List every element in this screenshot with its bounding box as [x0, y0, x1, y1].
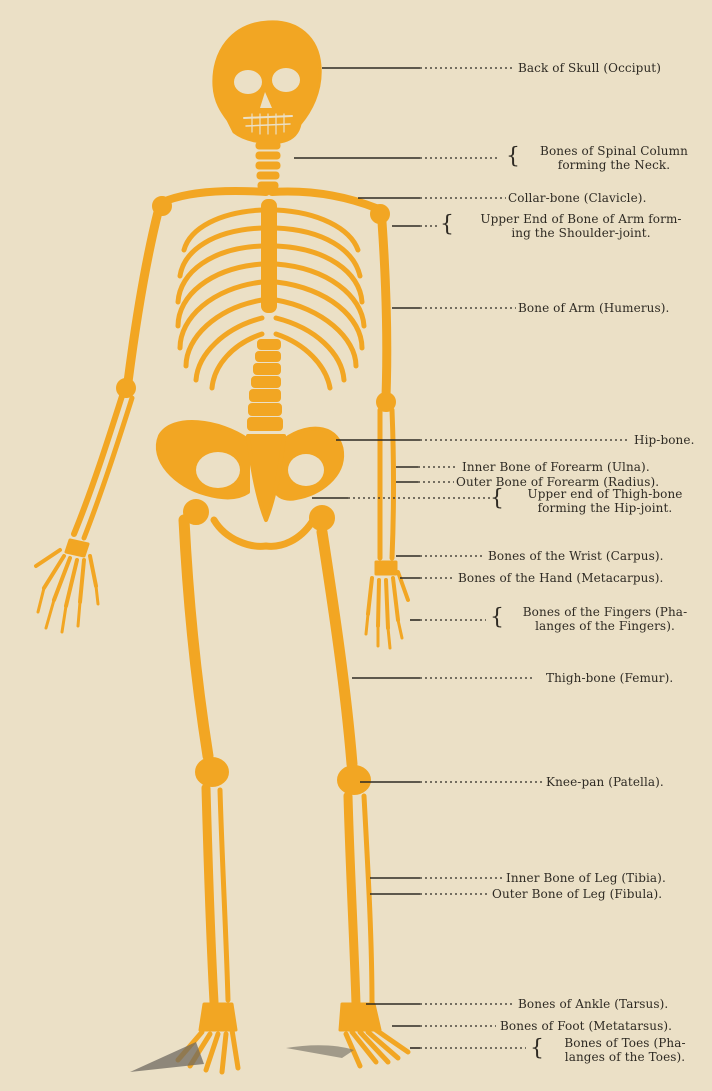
ground-shadows — [130, 1042, 354, 1072]
label-patella: Knee-pan (Patella). — [546, 775, 664, 789]
label-fingers-line1: Bones of the Fingers (Pha- — [502, 605, 708, 619]
label-toes: Bones of Toes (Pha- langes of the Toes). — [542, 1036, 708, 1064]
label-shoulder-line2: ing the Shoulder-joint. — [452, 226, 710, 240]
left-leg — [178, 520, 238, 1072]
label-fingers: Bones of the Fingers (Pha- langes of the… — [502, 605, 708, 633]
spine — [248, 340, 282, 430]
skull — [214, 22, 320, 143]
neck-vertebrae — [256, 142, 280, 189]
label-neck: Bones of Spinal Column forming the Neck. — [520, 144, 708, 172]
skeleton-figure — [36, 22, 408, 1072]
label-thigh-upper-line2: forming the Hip-joint. — [502, 501, 708, 515]
label-occiput: Back of Skull (Occiput) — [518, 61, 661, 75]
brace-neck: { — [506, 144, 520, 170]
label-femur: Thigh-bone (Femur). — [546, 671, 673, 685]
label-shoulder: Upper End of Bone of Arm form- ing the S… — [452, 212, 710, 240]
label-metatarsus: Bones of Foot (Metatarsus). — [500, 1019, 672, 1033]
label-toes-line1: Bones of Toes (Pha- — [542, 1036, 708, 1050]
label-fibula: Outer Bone of Leg (Fibula). — [492, 887, 662, 901]
label-carpus: Bones of the Wrist (Carpus). — [488, 549, 664, 563]
label-neck-line2: forming the Neck. — [520, 158, 708, 172]
label-hip: Hip-bone. — [634, 433, 695, 447]
label-fingers-line2: langes of the Fingers). — [502, 619, 708, 633]
label-ulna: Inner Bone of Forearm (Ulna). — [462, 460, 650, 474]
right-arm — [366, 222, 408, 648]
label-tarsus: Bones of Ankle (Tarsus). — [518, 997, 668, 1011]
label-thigh-upper-line1: Upper end of Thigh-bone — [502, 487, 708, 501]
label-neck-line1: Bones of Spinal Column — [520, 144, 708, 158]
label-shoulder-line1: Upper End of Bone of Arm form- — [452, 212, 710, 226]
label-clavicle: Collar-bone (Clavicle). — [508, 191, 647, 205]
label-tibia: Inner Bone of Leg (Tibia). — [506, 871, 666, 885]
left-arm — [36, 212, 158, 632]
label-thigh-upper: Upper end of Thigh-bone forming the Hip-… — [502, 487, 708, 515]
label-humerus: Bone of Arm (Humerus). — [518, 301, 669, 315]
label-metacarpus: Bones of the Hand (Metacarpus). — [458, 571, 663, 585]
label-toes-line2: langes of the Toes). — [542, 1050, 708, 1064]
